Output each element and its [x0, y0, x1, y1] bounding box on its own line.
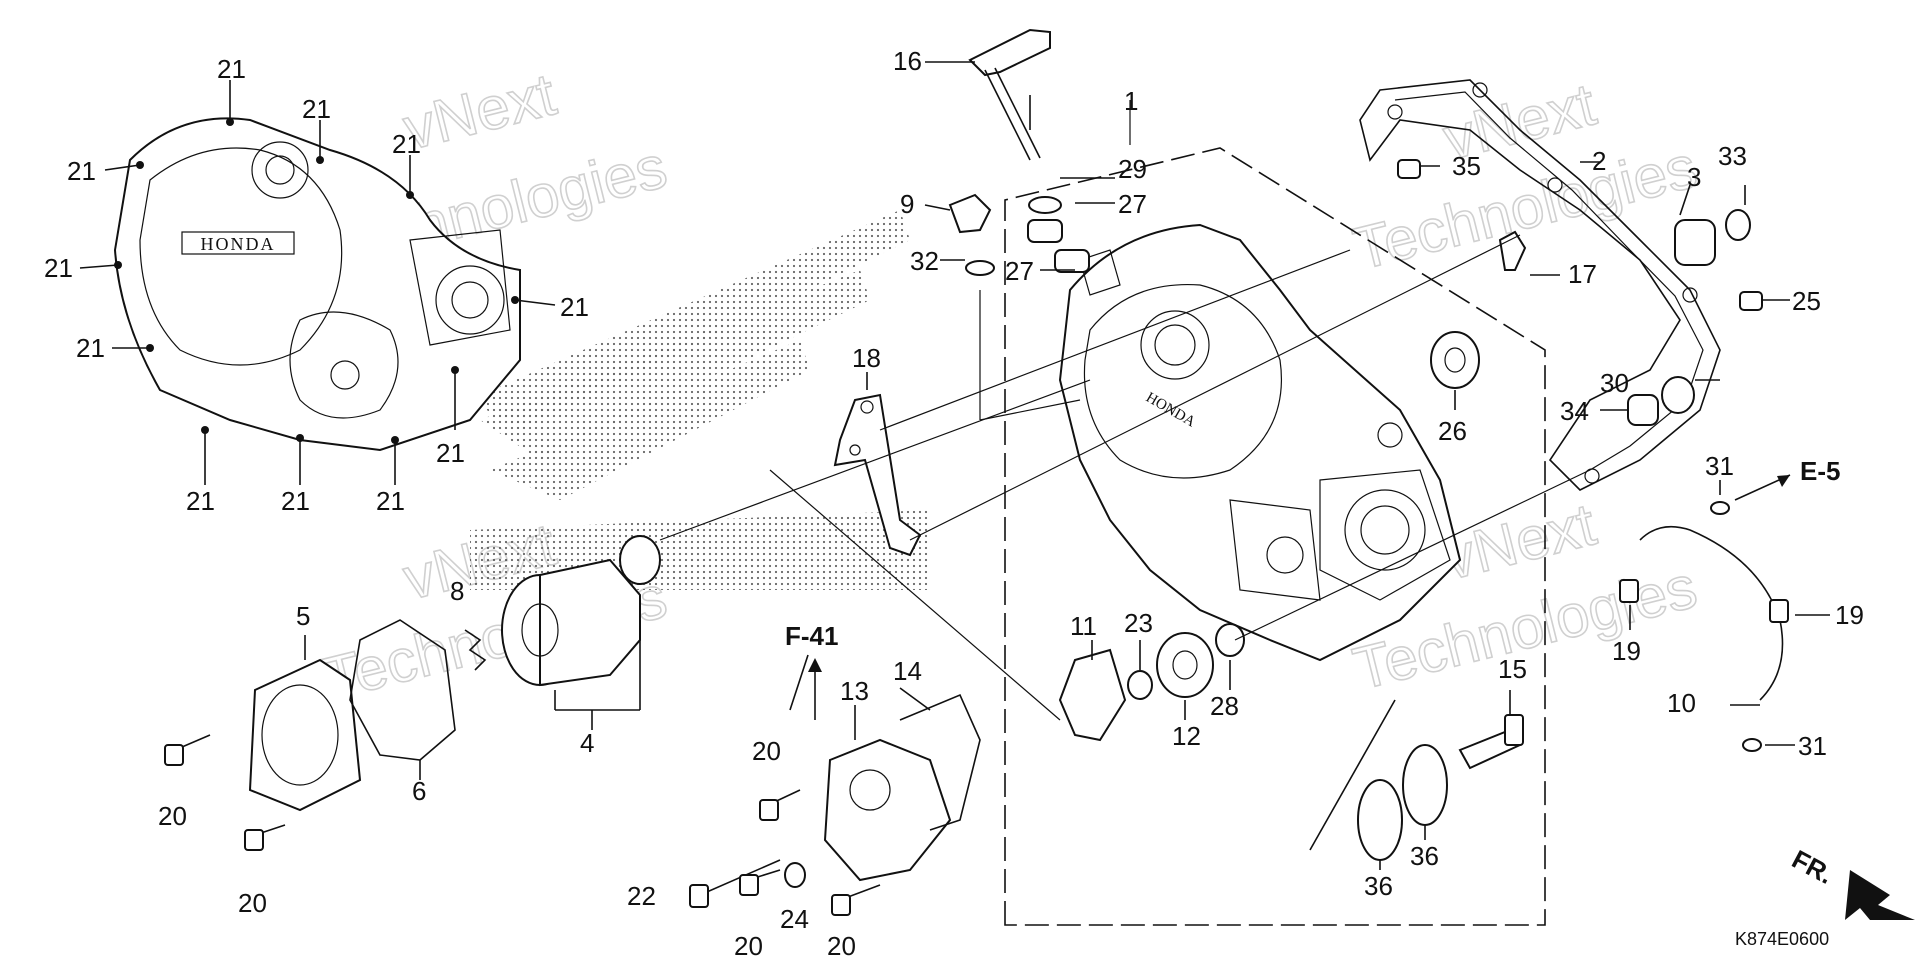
callout-17: 17 — [1568, 259, 1597, 289]
callout-21b: 21 — [302, 94, 331, 124]
callout-21e: 21 — [44, 253, 73, 283]
callout-21j: 21 — [436, 438, 465, 468]
callout-36b: 36 — [1410, 841, 1439, 871]
callout-21c: 21 — [392, 129, 421, 159]
callout-33: 33 — [1718, 141, 1747, 171]
callout-11: 11 — [1070, 611, 1097, 641]
callout-15: 15 — [1498, 654, 1527, 684]
callout-5: 5 — [296, 601, 310, 631]
callout-4: 4 — [580, 728, 594, 758]
pump-cover — [164, 654, 981, 916]
callout-21g: 21 — [186, 486, 215, 516]
water-pump-parts — [1058, 623, 1245, 742]
callout-6: 6 — [412, 776, 426, 806]
callout-18: 18 — [852, 343, 881, 373]
callout-3: 3 — [1687, 162, 1701, 192]
shaft-bearings — [1309, 690, 1524, 870]
svg-text:vNext: vNext — [397, 60, 562, 162]
callout-10: 10 — [1667, 688, 1696, 718]
callout-36a: 36 — [1364, 871, 1393, 901]
diagram-code: K874E0600 — [1735, 929, 1829, 949]
callout-20a: 20 — [752, 736, 781, 766]
part-16 — [925, 28, 1051, 161]
callout-24: 24 — [780, 904, 809, 934]
callout-20e: 20 — [827, 931, 856, 960]
callout-20c: 20 — [238, 888, 267, 918]
callout-31b: 31 — [1798, 731, 1827, 761]
right-crankcase-cover: HONDA — [1058, 223, 1462, 662]
leaders-21 — [79, 80, 556, 485]
callout-32: 32 — [910, 246, 939, 276]
callout-8: 8 — [450, 576, 464, 606]
filter-cap — [248, 619, 456, 812]
callout-labels: 1 2 3 4 5 6 8 9 10 11 12 13 14 15 16 17 … — [44, 46, 1864, 960]
callout-23: 23 — [1124, 608, 1153, 638]
callout-19a: 19 — [1835, 600, 1864, 630]
callout-20b: 20 — [158, 801, 187, 831]
callout-13: 13 — [840, 676, 869, 706]
callout-22: 22 — [627, 881, 656, 911]
callout-26: 26 — [1438, 416, 1467, 446]
callout-31a: 31 — [1705, 451, 1734, 481]
oil-filter — [464, 535, 661, 730]
callout-34: 34 — [1560, 396, 1589, 426]
reference-e5: E-5 — [1800, 456, 1840, 486]
assembly-leaders — [659, 100, 1591, 721]
small-parts-top — [924, 95, 1115, 276]
front-direction-arrow: FR. — [1787, 844, 1915, 920]
callout-21a: 21 — [217, 54, 246, 84]
callout-16: 16 — [893, 46, 922, 76]
callout-19b: 19 — [1612, 636, 1641, 666]
reference-f41: F-41 — [785, 621, 838, 651]
assembly-boundary — [1004, 147, 1546, 926]
fr-label: FR. — [1787, 844, 1838, 890]
oil-pipe — [1619, 474, 1830, 752]
callout-21k: 21 — [560, 292, 589, 322]
callout-35: 35 — [1452, 151, 1481, 181]
cover-gasket — [1359, 79, 1721, 491]
callout-2: 2 — [1592, 146, 1606, 176]
callout-21f: 21 — [76, 333, 105, 363]
callout-1: 1 — [1124, 86, 1138, 116]
callout-12: 12 — [1172, 721, 1201, 751]
svg-text:vNext: vNext — [1437, 490, 1602, 592]
callout-21d: 21 — [67, 156, 96, 186]
clutch-cover: HONDA — [113, 117, 521, 452]
brand-text: HONDA — [201, 234, 276, 254]
callout-20d: 20 — [734, 931, 763, 960]
callout-21h: 21 — [281, 486, 310, 516]
callout-21i: 21 — [376, 486, 405, 516]
callout-27a: 27 — [1118, 189, 1147, 219]
bracket-18 — [833, 372, 922, 557]
callout-14: 14 — [893, 656, 922, 686]
callout-25: 25 — [1792, 286, 1821, 316]
callout-28: 28 — [1210, 691, 1239, 721]
callout-27b: 27 — [1005, 256, 1034, 286]
callout-29: 29 — [1118, 154, 1147, 184]
f41-reference — [808, 658, 822, 720]
callout-9: 9 — [900, 189, 914, 219]
callout-30: 30 — [1600, 368, 1629, 398]
